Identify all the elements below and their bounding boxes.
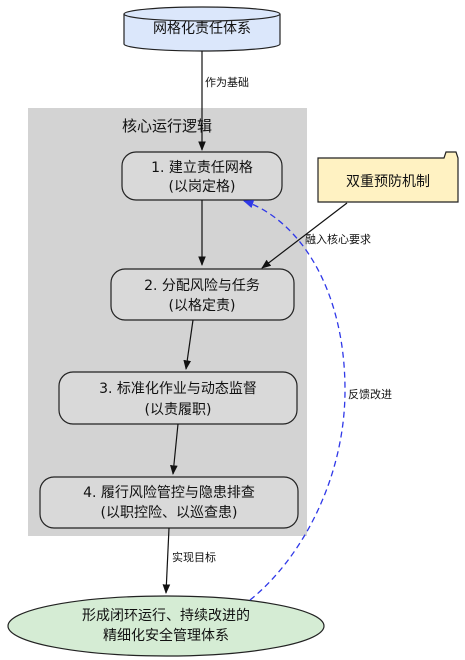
side-node-label: 双重预防机制	[346, 174, 430, 190]
step1-line1: 1. 建立责任网格	[151, 160, 253, 176]
edge-feedback-label: 反馈改进	[348, 387, 392, 401]
edge-integrate	[261, 202, 348, 269]
edge-step3-step4	[170, 423, 179, 475]
node-grid-responsibility-system: 网格化责任体系	[123, 6, 281, 52]
step2-line1: 2. 分配风险与任务	[144, 278, 260, 294]
step3-line1: 3. 标准化作业与动态监督	[99, 381, 257, 397]
edge-goal	[162, 527, 171, 594]
edge-foundation-label: 作为基础	[205, 76, 249, 89]
bottom-node-line2: 精细化安全管理体系	[103, 627, 229, 644]
node-step-1: 1. 建立责任网格 (以岗定格)	[121, 151, 283, 201]
step1-line2: (以岗定格)	[169, 179, 236, 195]
node-step-4: 4. 履行风险管控与隐患排查 (以职控险、以巡查患)	[39, 476, 299, 529]
node-step-2: 2. 分配风险与任务 (以格定责)	[110, 268, 295, 321]
edge-integrate-label: 融入核心要求	[305, 232, 371, 246]
node-step-3: 3. 标准化作业与动态监督 (以责履职)	[58, 371, 298, 425]
node-closed-loop-system: 形成闭环运行、持续改进的 精细化安全管理体系	[7, 595, 325, 657]
top-node-label: 网格化责任体系	[153, 21, 251, 37]
step4-line1: 4. 履行风险管控与隐患排查	[83, 485, 255, 501]
bottom-node-line1: 形成闭环运行、持续改进的	[82, 607, 250, 624]
step4-line2: (以职控险、以巡查患)	[101, 505, 238, 521]
edge-feedback	[243, 200, 346, 601]
cluster-title: 核心运行逻辑	[122, 117, 212, 135]
edge-goal-label: 实现目标	[172, 550, 216, 564]
step2-line2: (以格定责)	[169, 298, 236, 314]
step3-line2: (以责履职)	[145, 402, 212, 418]
edge-step2-step3	[183, 319, 194, 370]
node-dual-prevention: 双重预防机制	[317, 151, 459, 203]
